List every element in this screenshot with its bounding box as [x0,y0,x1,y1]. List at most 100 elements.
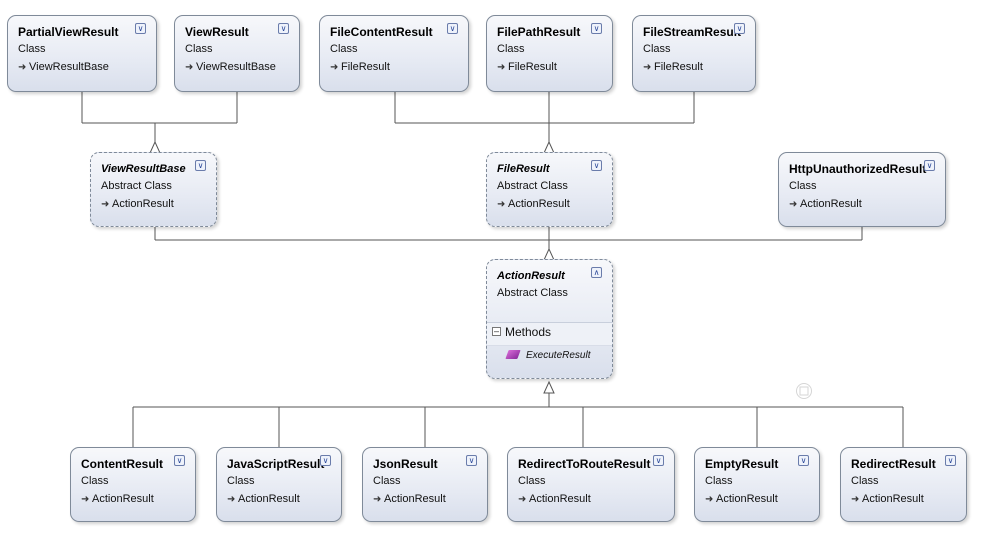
base-class: ActionResult [529,493,591,505]
class-box-emptyresult[interactable]: EmptyResult ∨ Class ➜ActionResult [694,447,820,522]
expand-toggle-icon[interactable]: ∧ [591,267,602,278]
inherits-arrow-icon: ➜ [518,494,527,505]
collapse-section-icon[interactable]: – [492,326,501,336]
class-name: JsonResult [373,457,438,471]
class-name: FileContentResult [330,25,433,39]
base-class: ViewResultBase [29,61,109,73]
collapse-toggle-icon[interactable]: ∨ [591,23,602,34]
base-class: ActionResult [112,198,174,210]
base-class-line: ➜ActionResult [518,493,591,505]
class-kind: Class [643,43,671,55]
class-box-jsonresult[interactable]: JsonResult ∨ Class ➜ActionResult [362,447,488,522]
base-class: FileResult [341,61,390,73]
collapse-toggle-icon[interactable]: ∨ [945,455,956,466]
class-kind: Class [185,43,213,55]
base-class-line: ➜ActionResult [81,493,154,505]
class-box-fileresult[interactable]: FileResult ∨ Abstract Class ➜ActionResul… [486,152,613,227]
inherits-arrow-icon: ➜ [497,199,506,210]
class-kind: Class [851,475,879,487]
class-kind: Class [18,43,46,55]
collapse-toggle-icon[interactable]: ∨ [320,455,331,466]
inherits-arrow-icon: ➜ [330,62,339,73]
inherits-arrow-icon: ➜ [851,494,860,505]
collapse-toggle-icon[interactable]: ∨ [734,23,745,34]
class-name: RedirectResult [851,457,936,471]
base-class-line: ➜ActionResult [373,493,446,505]
base-class-line: ➜ActionResult [851,493,924,505]
collapse-toggle-icon[interactable]: ∨ [466,455,477,466]
class-kind: Class [518,475,546,487]
class-name: HttpUnauthorizedResult [789,162,927,176]
base-class-line: ➜ActionResult [705,493,778,505]
base-class: ActionResult [92,493,154,505]
collapse-toggle-icon[interactable]: ∨ [798,455,809,466]
class-kind: Class [81,475,109,487]
class-box-javascriptresult[interactable]: JavaScriptResult ∨ Class ➜ActionResult [216,447,342,522]
inherits-arrow-icon: ➜ [18,62,27,73]
base-class-line: ➜FileResult [497,61,557,73]
methods-section-header[interactable]: – Methods [487,322,612,346]
class-box-httpunauthorizedresult[interactable]: HttpUnauthorizedResult ∨ Class ➜ActionRe… [778,152,946,227]
class-box-viewresultbase[interactable]: ViewResultBase ∨ Abstract Class ➜ActionR… [90,152,217,227]
inherits-arrow-icon: ➜ [643,62,652,73]
collapse-toggle-icon[interactable]: ∨ [447,23,458,34]
base-class: ActionResult [384,493,446,505]
class-kind: Abstract Class [497,180,568,192]
class-box-viewresult[interactable]: ViewResult ∨ Class ➜ViewResultBase [174,15,300,92]
class-name: FileStreamResult [643,25,742,39]
collapse-toggle-icon[interactable]: ∨ [195,160,206,171]
base-class-line: ➜ViewResultBase [185,61,276,73]
class-box-redirecttorouteresult[interactable]: RedirectToRouteResult ∨ Class ➜ActionRes… [507,447,675,522]
base-class: FileResult [654,61,703,73]
base-class: ActionResult [716,493,778,505]
inherits-arrow-icon: ➜ [497,62,506,73]
class-kind: Class [227,475,255,487]
class-kind: Abstract Class [101,180,172,192]
class-name: PartialViewResult [18,25,119,39]
class-name: ViewResultBase [101,163,186,175]
base-class: ActionResult [862,493,924,505]
base-class: ViewResultBase [196,61,276,73]
inherits-arrow-icon: ➜ [705,494,714,505]
class-kind: Class [497,43,525,55]
method-item[interactable]: ExecuteResult [505,350,591,361]
collapse-toggle-icon[interactable]: ∨ [278,23,289,34]
inherits-arrow-icon: ➜ [373,494,382,505]
class-kind: Class [373,475,401,487]
base-class: ActionResult [238,493,300,505]
class-box-filecontentresult[interactable]: FileContentResult ∨ Class ➜FileResult [319,15,469,92]
class-name: ContentResult [81,457,163,471]
collapse-toggle-icon[interactable]: ∨ [653,455,664,466]
base-class: ActionResult [800,198,862,210]
class-name: FilePathResult [497,25,581,39]
method-name: ExecuteResult [526,350,591,361]
collapse-toggle-icon[interactable]: ∨ [924,160,935,171]
method-icon [505,350,521,359]
base-class-line: ➜FileResult [330,61,390,73]
class-kind: Class [330,43,358,55]
class-name: RedirectToRouteResult [518,457,651,471]
class-box-filepathresult[interactable]: FilePathResult ∨ Class ➜FileResult [486,15,613,92]
class-name: ActionResult [497,270,565,282]
section-label: Methods [505,325,552,339]
base-class: ActionResult [508,198,570,210]
base-class: FileResult [508,61,557,73]
inherits-arrow-icon: ➜ [81,494,90,505]
class-box-actionresult[interactable]: ActionResult ∧ Abstract Class – Methods … [486,259,613,379]
base-class-line: ➜ActionResult [789,198,862,210]
class-box-filestreamresult[interactable]: FileStreamResult ∨ Class ➜FileResult [632,15,756,92]
class-box-partialviewresult[interactable]: PartialViewResult ∨ Class ➜ViewResultBas… [7,15,157,92]
class-box-redirectresult[interactable]: RedirectResult ∨ Class ➜ActionResult [840,447,967,522]
base-class-line: ➜ViewResultBase [18,61,109,73]
inheritance-arrowhead [543,380,555,394]
class-name: EmptyResult [705,457,779,471]
collapse-toggle-icon[interactable]: ∨ [135,23,146,34]
base-class-line: ➜ActionResult [497,198,570,210]
collapse-toggle-icon[interactable]: ∨ [174,455,185,466]
class-name: FileResult [497,163,550,175]
class-kind: Class [789,180,817,192]
faint-overlay-icon [796,383,812,399]
class-box-contentresult[interactable]: ContentResult ∨ Class ➜ActionResult [70,447,196,522]
collapse-toggle-icon[interactable]: ∨ [591,160,602,171]
base-class-line: ➜ActionResult [101,198,174,210]
